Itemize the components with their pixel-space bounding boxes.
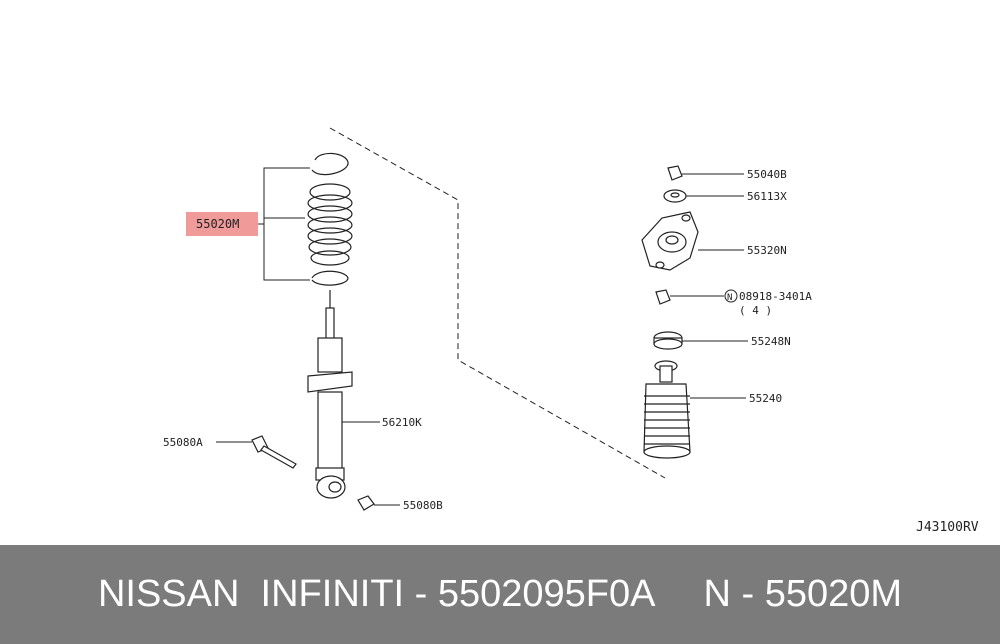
spring-part-highlight: [186, 212, 258, 236]
n-symbol: N: [727, 293, 732, 303]
bump-stopper: [653, 331, 683, 350]
spring-callout-bracket: [258, 167, 310, 281]
label-mount: 55320N: [747, 244, 787, 257]
label-washer: 56113X: [747, 190, 787, 203]
washer: [663, 189, 687, 203]
parts-diagram: 55020M 56210K 55080A 55080B 55040B 56113…: [163, 127, 979, 535]
footer-diagram-number: N - 55020M: [703, 573, 903, 615]
assembly-dashed-outline: [329, 127, 666, 479]
coil-spring: [307, 152, 353, 286]
label-lower-nut: 55080B: [403, 499, 443, 512]
mount-nut: [655, 289, 671, 305]
label-spring: 55020M: [196, 217, 239, 231]
dust-boot: [643, 360, 691, 459]
top-nut: [667, 165, 683, 181]
strut-mount: [641, 211, 699, 271]
n-symbol-circle: [724, 289, 738, 303]
label-boot: 55240: [749, 392, 782, 405]
label-mount-nut-qty: ( 4 ): [739, 304, 772, 317]
shock-absorber: [307, 290, 353, 499]
label-mount-nut: 08918-3401A: [739, 290, 812, 303]
label-top-nut: 55040B: [747, 168, 787, 181]
lower-bolt: [251, 435, 297, 469]
diagram-ref-code: J43100RV: [916, 520, 979, 535]
footer-part-number: NISSAN INFINITI - 5502095F0A: [97, 573, 656, 615]
lower-nut: [357, 495, 375, 511]
label-bolt: 55080A: [163, 436, 203, 449]
label-bumper: 55248N: [751, 335, 791, 348]
part-footer-banner: NISSAN INFINITI - 5502095F0A N - 55020M: [0, 545, 1000, 644]
label-absorber: 56210K: [382, 416, 422, 429]
